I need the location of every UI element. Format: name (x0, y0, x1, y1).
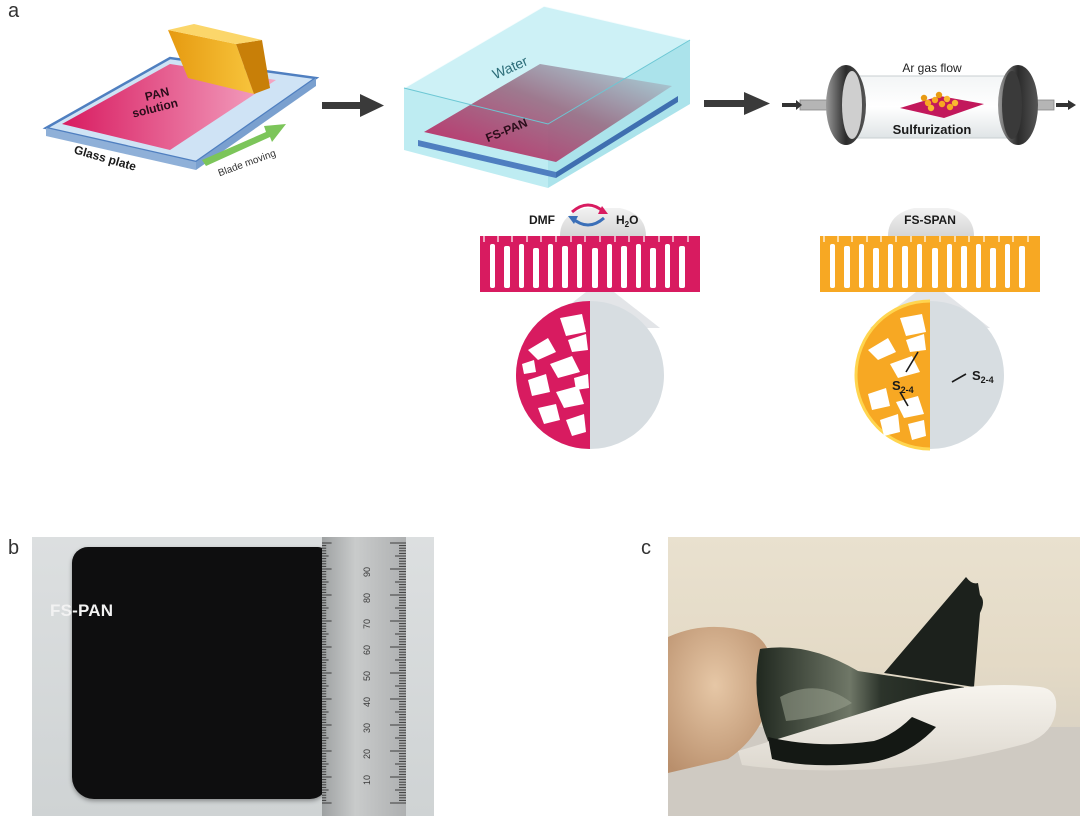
fs-pan-photo-label: FS-PAN (50, 601, 114, 620)
ruler-label: 60 (362, 645, 372, 655)
panel-letter-a: a (8, 0, 20, 22)
panel-letter-c: c (641, 537, 651, 559)
ruler-label: 80 (362, 593, 372, 603)
fs-pan-photo: FS-PAN 10 20 30 40 50 60 70 80 90 (32, 537, 434, 816)
film-top-tip (884, 577, 983, 687)
ruler-label: 70 (362, 619, 372, 629)
finger (668, 626, 773, 773)
doctor-blade (168, 30, 254, 94)
tube-furnace-stage: Ar gas flow Sulfurization (782, 61, 1076, 145)
flexible-film-photo (668, 537, 1080, 816)
ruler-label: 30 (362, 723, 372, 733)
sulfur-chain-label-right: S2-4 (972, 368, 994, 385)
fabrication-schematic: PAN solution Glass plate Blade moving Wa… (42, 5, 1076, 451)
fs-span-finger-pores (830, 244, 1025, 288)
gas-in-arrow (782, 100, 802, 110)
ruler-label: 40 (362, 697, 372, 707)
solvent-exchange: DMF H2O (529, 203, 638, 229)
sulfurization-label: Sulfurization (893, 122, 972, 137)
panel-letter-b: b (8, 537, 20, 559)
blade-direction-arrow (202, 124, 286, 166)
ruler-label: 20 (362, 749, 372, 759)
water-bath-stage: Water FS-PAN (403, 5, 691, 188)
process-arrow-2 (704, 92, 770, 115)
ruler-label: 90 (362, 567, 372, 577)
fs-span-cross-section: FS-SPAN (820, 208, 1040, 451)
glass-plate-stage: PAN solution Glass plate Blade moving (42, 24, 320, 179)
ruler-label: 50 (362, 671, 372, 681)
steel-ruler: 10 20 30 40 50 60 70 80 90 (322, 537, 406, 816)
fs-span-label: FS-SPAN (904, 213, 956, 227)
sulfur-chain-label-left: S2-4 (892, 378, 914, 395)
ruler-label: 10 (362, 775, 372, 785)
fs-pan-finger-pores (490, 244, 685, 288)
fs-pan-membrane (72, 547, 328, 799)
fs-pan-network-pores (522, 314, 589, 436)
flexible-film-scene (668, 577, 1080, 816)
ruler-scale: 10 20 30 40 50 60 70 80 90 (322, 542, 406, 804)
fs-pan-film-wet (424, 64, 672, 162)
dmf-label: DMF (529, 213, 555, 227)
pan-solution-label: PAN (143, 84, 170, 103)
ar-gas-flow-label: Ar gas flow (902, 61, 962, 75)
h2o-label: H2O (616, 213, 638, 229)
gas-out-arrow (1056, 100, 1076, 110)
fs-pan-cross-section (480, 208, 700, 449)
process-arrow-1 (322, 94, 384, 117)
